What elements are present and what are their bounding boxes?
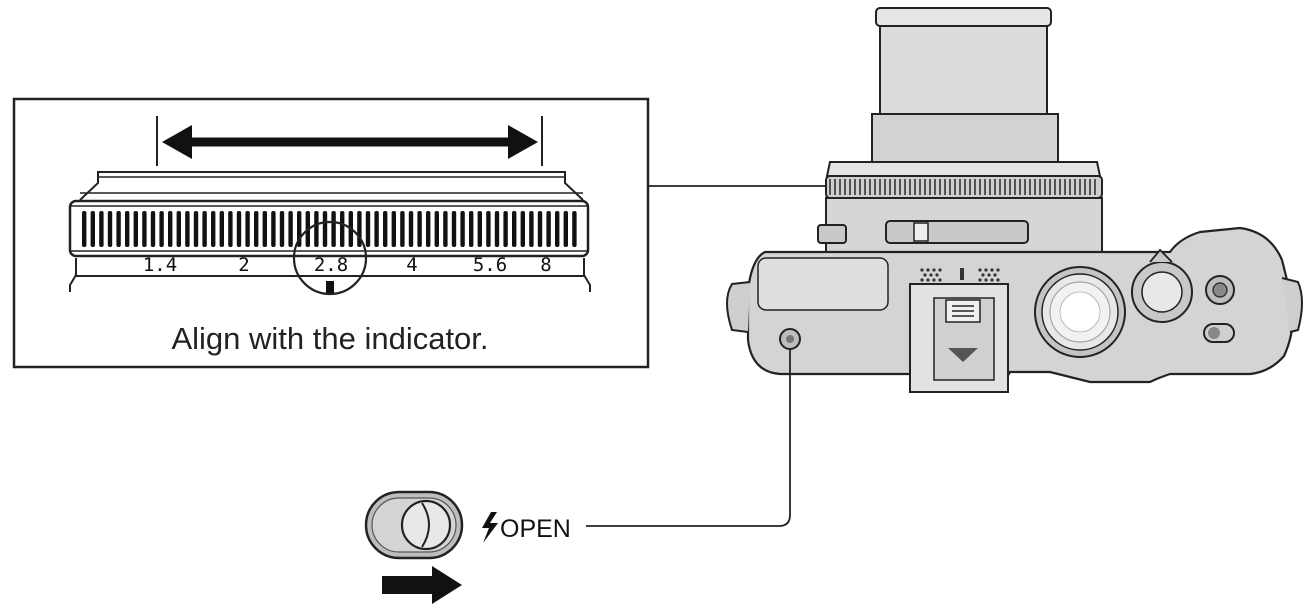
- speaker-grille-icon: [920, 268, 1000, 282]
- alignment-indicator: [292, 220, 368, 296]
- camera-body: [726, 226, 1303, 394]
- lens-barrel: [817, 7, 1103, 253]
- lightning-bolt-icon: [482, 512, 498, 543]
- aperture-value: 8: [540, 254, 551, 276]
- aperture-value: 1.4: [143, 254, 177, 276]
- power-switch[interactable]: [1203, 323, 1235, 343]
- flash-leader-line: [586, 349, 791, 527]
- inset-panel: 1.4 2 2.8 4 5.6 8 Align with the indicat…: [12, 97, 868, 369]
- mode-dial[interactable]: [1034, 266, 1126, 358]
- aperture-value: 5.6: [473, 254, 507, 276]
- aperture-value: 4: [406, 254, 417, 276]
- camera-top-view: [586, 7, 1303, 527]
- hot-shoe: [909, 283, 1009, 393]
- inset-caption: Align with the indicator.: [171, 321, 488, 356]
- ring-knurling: [82, 211, 577, 247]
- aperture-scale: 1.4 2 2.8 4 5.6 8: [143, 254, 552, 276]
- camera-aperture-ring: [829, 179, 1096, 195]
- aperture-value-selected: 2.8: [314, 254, 348, 276]
- focus-switch[interactable]: [817, 224, 847, 244]
- aperture-ring: [68, 171, 591, 292]
- shutter-button[interactable]: [1131, 248, 1193, 323]
- flash-open-switch[interactable]: [364, 490, 464, 560]
- flash-open-label: OPEN: [500, 515, 571, 543]
- aperture-value: 2: [238, 254, 249, 276]
- record-button[interactable]: [1205, 275, 1235, 305]
- rotation-range-arrow: [156, 116, 543, 166]
- slide-direction-arrow: [382, 566, 462, 604]
- aspect-ratio-switch[interactable]: [885, 220, 1029, 244]
